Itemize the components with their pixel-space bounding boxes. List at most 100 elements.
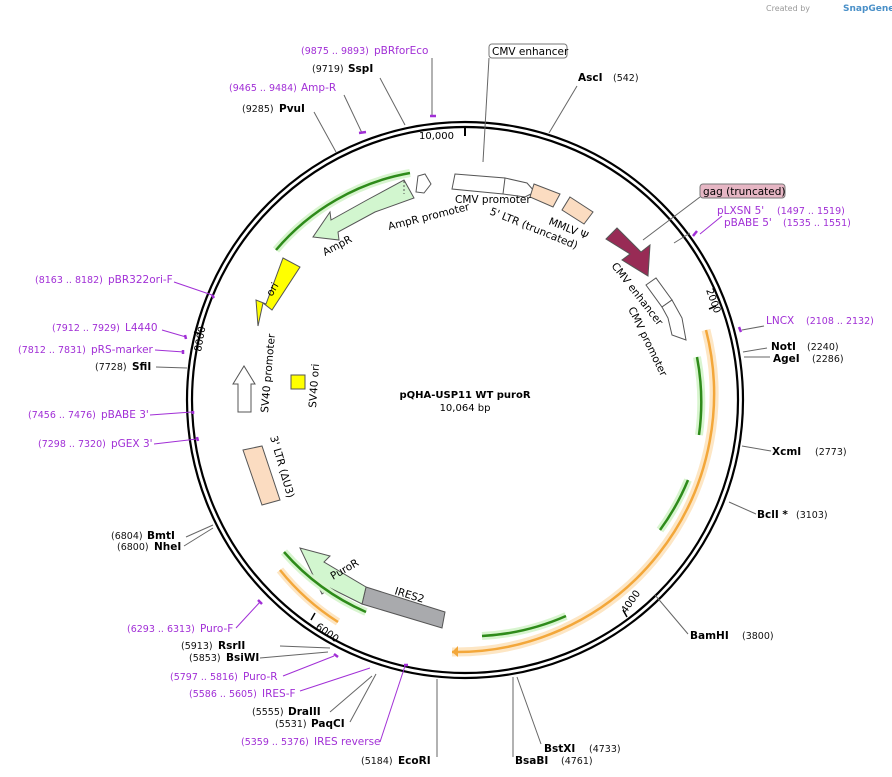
tick-mark <box>708 305 717 310</box>
enzyme-name: NheI <box>154 541 181 553</box>
primer-range: (6293 .. 6313) <box>127 624 195 635</box>
enzyme-name: DraIII <box>288 706 321 718</box>
primer-range: (7812 .. 7831) <box>18 345 86 356</box>
primer-range: (7298 .. 7320) <box>38 439 106 450</box>
primer-name: pGEX 3' <box>111 438 153 450</box>
primer-range: (9465 .. 9484) <box>229 83 297 94</box>
enzyme-name: SfiI <box>132 361 151 373</box>
cmv-enhancer-arrow <box>451 173 511 195</box>
green-orf-3 <box>481 614 567 638</box>
enzyme-position: (5531) <box>275 719 307 730</box>
enzyme-position: (9719) <box>312 64 344 75</box>
credit-text: Created by <box>766 4 810 13</box>
primer-name: L4440 <box>125 322 158 334</box>
mmlv-feature <box>561 196 594 225</box>
enzyme-position: (542) <box>613 73 639 84</box>
tick-mark <box>622 609 628 618</box>
primer-range: (1497 .. 1519) <box>777 206 845 217</box>
ori-arrow <box>255 257 301 327</box>
enzyme-position: (9285) <box>242 104 274 115</box>
enzyme-position: (5853) <box>189 653 221 664</box>
orf-orange-highlight <box>451 328 719 657</box>
ltr3-feature <box>242 445 281 506</box>
plasmid-name: pQHA-USP11 WT puroR <box>399 390 530 401</box>
primer-name: Puro-R <box>243 671 278 683</box>
enzyme-name: BsiWI <box>226 652 259 664</box>
leader-lines <box>155 58 772 757</box>
orf-arrowhead <box>452 646 458 657</box>
enzyme-name: BamHI <box>690 630 729 642</box>
primer-name: pLXSN 5' <box>717 205 764 217</box>
primer-range: (2108 .. 2132) <box>806 316 874 327</box>
primer-name: LNCX <box>766 315 794 327</box>
tick-label: 10,000 <box>419 131 454 142</box>
tick-label: 8000 <box>193 326 208 353</box>
primer-name: Puro-F <box>200 623 233 635</box>
primer-name: Amp-R <box>301 82 336 94</box>
enzyme-position: (2240) <box>807 342 839 353</box>
enzyme-name: XcmI <box>772 446 801 458</box>
sv40-promoter-arrow <box>232 365 256 413</box>
primer-range: (8163 .. 8182) <box>35 275 103 286</box>
enzyme-position: (5184) <box>361 756 393 767</box>
enzyme-name: AgeI <box>773 353 800 365</box>
ampr-promoter-arrow <box>415 173 432 194</box>
cmv-promoter-top-label: CMV promoter <box>455 194 531 206</box>
primer-name: pBABE 3' <box>101 409 149 421</box>
enzyme-position: (4733) <box>589 744 621 755</box>
sv40-promoter-label: SV40 promoter <box>259 333 278 414</box>
enzyme-name: SspI <box>348 63 373 75</box>
primer-name: pRS-marker <box>91 344 154 356</box>
snapgene-logo: SnapGene <box>843 4 892 14</box>
enzyme-name: BsaBI <box>515 755 548 767</box>
sv40-ori-feature <box>290 374 306 390</box>
puror-arrow <box>299 547 367 605</box>
cmv-promoter-inner-arrow <box>661 299 687 341</box>
enzyme-name: BmtI <box>147 530 175 542</box>
sv40-ori-label: SV40 ori <box>307 363 322 408</box>
primer-name: IRES reverse <box>314 736 381 748</box>
enzyme-name: BstXI <box>544 743 575 755</box>
primer-name: IRES-F <box>262 688 296 700</box>
enzyme-position: (5913) <box>181 641 213 652</box>
puro-orf-green <box>283 551 367 614</box>
ampr-arrow <box>312 179 415 241</box>
tick-mark <box>193 331 202 335</box>
enzyme-name: RsrII <box>218 640 245 652</box>
enzyme-position: (2773) <box>815 447 847 458</box>
tick-label: 2000 <box>703 287 722 315</box>
enzyme-name: PvuI <box>279 103 305 115</box>
cmv-promoter-arrow <box>502 177 536 198</box>
puro-orf-orange <box>279 569 339 624</box>
primer-range: (5797 .. 5816) <box>170 672 238 683</box>
primer-range: (7456 .. 7476) <box>28 410 96 421</box>
enzyme-name: AscI <box>578 72 603 84</box>
cmv-enhancer-box-label: CMV enhancer <box>492 46 569 58</box>
enzyme-name: NotI <box>771 341 796 353</box>
primer-range: (5359 .. 5376) <box>241 737 309 748</box>
backbone-outer <box>185 120 745 680</box>
enzyme-name: PaqCI <box>311 718 345 730</box>
gag-arrow <box>605 227 651 277</box>
green-orf-2 <box>658 479 690 531</box>
enzyme-name: EcoRI <box>398 755 431 767</box>
primer-range: (7912 .. 7929) <box>52 323 120 334</box>
enzyme-position: (5555) <box>252 707 284 718</box>
enzyme-position: (6804) <box>111 531 143 542</box>
tick-mark <box>310 612 316 621</box>
gag-box <box>699 183 786 199</box>
primer-range: (5586 .. 5605) <box>189 689 257 700</box>
enzyme-position: (4761) <box>561 756 593 767</box>
ltr5-feature <box>529 183 561 208</box>
leader-line <box>642 196 701 241</box>
primer-range: (9875 .. 9893) <box>301 46 369 57</box>
enzyme-position: (6800) <box>117 542 149 553</box>
green-orf-1 <box>695 356 703 436</box>
cmv-enhancer-box <box>488 43 568 59</box>
plasmid-length: 10,064 bp <box>440 403 491 414</box>
ampr-orf-line <box>275 171 411 251</box>
orf-orange-line <box>451 329 716 654</box>
ori-label: ori <box>264 281 281 299</box>
leader-line <box>482 57 490 163</box>
